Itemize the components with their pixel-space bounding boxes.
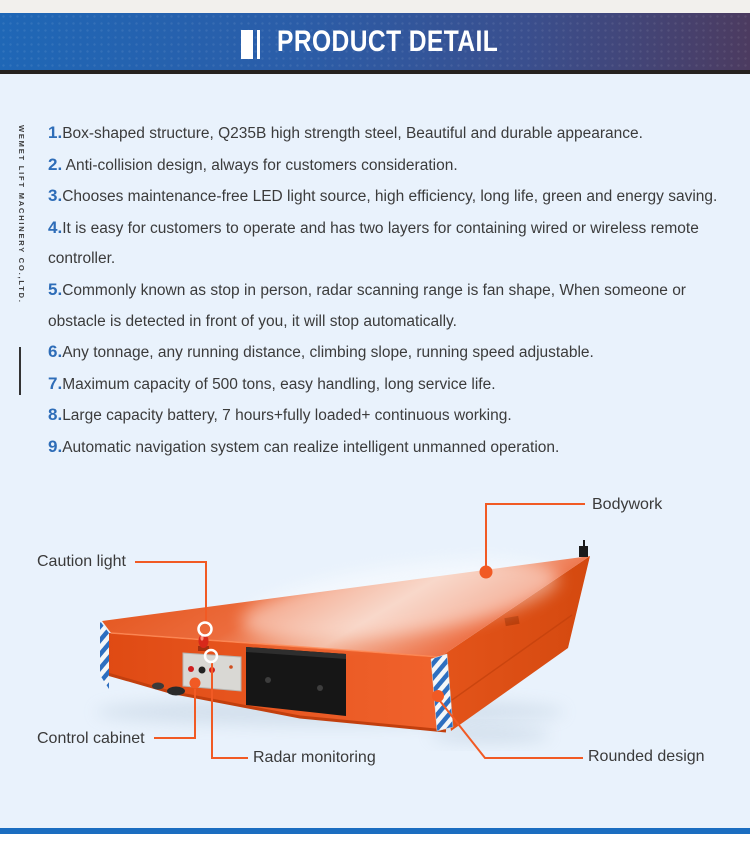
section-title: PRODUCT DETAIL bbox=[277, 25, 499, 58]
left-corner-bumper bbox=[100, 621, 109, 689]
feature-item-2: 2. Anti-collision design, always for cus… bbox=[48, 150, 748, 182]
feature-text: Maximum capacity of 500 tons, easy handl… bbox=[62, 375, 496, 393]
caution-light-glint bbox=[200, 635, 204, 641]
feature-text: Commonly known as stop in person, radar … bbox=[62, 281, 686, 299]
feature-item-1: 1.Box-shaped structure, Q235B high stren… bbox=[48, 118, 748, 150]
top-strip bbox=[0, 0, 750, 13]
feature-text: controller. bbox=[48, 250, 116, 268]
feature-item-4-cont: controller. bbox=[48, 244, 748, 275]
feature-item-3: 3.Chooses maintenance-free LED light sou… bbox=[48, 181, 748, 213]
feature-text: It is easy for customers to operate and … bbox=[62, 219, 699, 237]
bodywork-label: Bodywork bbox=[592, 496, 663, 513]
caution-light-label: Caution light bbox=[37, 553, 126, 570]
feature-item-8: 8.Large capacity battery, 7 hours+fully … bbox=[48, 400, 748, 432]
feature-text: obstacle is detected in front of you, it… bbox=[48, 312, 457, 330]
rounded-design-label: Rounded design bbox=[588, 748, 705, 765]
feature-number: 7. bbox=[48, 373, 63, 393]
feature-item-4: 4.It is easy for customers to operate an… bbox=[48, 213, 748, 245]
title-marker-icon bbox=[241, 30, 253, 59]
box-bolt bbox=[317, 685, 323, 691]
company-vertical-text: WEMET LIFT MACHINERY CO.,LTD. bbox=[17, 125, 26, 304]
deck-front-edge bbox=[110, 632, 441, 658]
feature-number: 5. bbox=[48, 279, 63, 299]
antenna-tip bbox=[583, 540, 585, 547]
feature-number: 4. bbox=[48, 217, 63, 237]
bodywork-dot bbox=[479, 565, 493, 579]
radar-box bbox=[246, 647, 346, 716]
rounded-design-dot bbox=[432, 690, 444, 702]
callout-lines bbox=[135, 503, 585, 759]
feature-number: 3. bbox=[48, 186, 63, 206]
control-cabinet-callout-line bbox=[154, 689, 196, 739]
feature-number: 8. bbox=[48, 405, 63, 425]
right-face-seam bbox=[451, 614, 573, 701]
radar-monitoring-label: Radar monitoring bbox=[253, 749, 376, 766]
radar-callout-line bbox=[211, 663, 248, 759]
control-cabinet-label: Control cabinet bbox=[37, 730, 145, 747]
feature-item-7: 7.Maximum capacity of 500 tons, easy han… bbox=[48, 369, 748, 401]
caution-light-callout-line bbox=[135, 561, 207, 622]
banner-bottom-edge bbox=[0, 70, 750, 74]
feature-item-6: 6.Any tonnage, any running distance, cli… bbox=[48, 337, 748, 369]
bodywork-callout-line bbox=[485, 503, 585, 566]
feature-text: Box-shaped structure, Q235B high strengt… bbox=[62, 125, 643, 142]
feature-list: 1.Box-shaped structure, Q235B high stren… bbox=[48, 118, 748, 464]
panel-button-black bbox=[198, 666, 206, 674]
section-header-banner: PRODUCT DETAIL bbox=[0, 13, 750, 70]
feature-item-9: 9.Automatic navigation system can realiz… bbox=[48, 432, 748, 464]
company-divider-line bbox=[19, 347, 21, 395]
feature-number: 9. bbox=[48, 436, 63, 456]
feature-text: Automatic navigation system can realize … bbox=[62, 438, 560, 456]
feature-number: 6. bbox=[48, 342, 63, 362]
feature-text: Chooses maintenance-free LED light sourc… bbox=[62, 188, 718, 206]
feature-number: 2. bbox=[48, 154, 63, 174]
panel-button-red bbox=[188, 666, 194, 672]
box-bolt bbox=[265, 677, 271, 683]
feature-text: Any tonnage, any running distance, climb… bbox=[62, 344, 594, 362]
caution-light-ring bbox=[197, 621, 213, 637]
title-marker-line-icon bbox=[257, 30, 260, 59]
radar-box-top-edge bbox=[246, 647, 346, 659]
caution-light-base bbox=[198, 646, 209, 651]
panel-button-small bbox=[229, 665, 233, 669]
feature-item-5-cont: obstacle is detected in front of you, it… bbox=[48, 307, 748, 338]
radar-ring bbox=[203, 648, 219, 664]
antenna-icon bbox=[579, 546, 588, 557]
wheel bbox=[167, 686, 185, 696]
wheel bbox=[152, 682, 164, 690]
cart-body bbox=[100, 540, 590, 733]
cart-right-face bbox=[440, 556, 590, 731]
feature-text: Large capacity battery, 7 hours+fully lo… bbox=[62, 407, 512, 425]
feature-item-5: 5.Commonly known as stop in person, rada… bbox=[48, 275, 748, 307]
cart-shadow-right bbox=[430, 727, 550, 743]
banner-dot-texture bbox=[0, 13, 750, 70]
bottom-accent-bar bbox=[0, 828, 750, 834]
transfer-cart-illustration bbox=[95, 503, 590, 759]
front-face-skirt bbox=[103, 671, 447, 733]
control-cabinet-dot bbox=[189, 677, 201, 689]
deck-highlight bbox=[241, 559, 559, 641]
feature-text: Anti-collision design, always for custom… bbox=[62, 156, 458, 174]
rounded-design-callout-line bbox=[439, 700, 583, 759]
feature-number: 1. bbox=[48, 123, 63, 142]
right-face-slot bbox=[504, 615, 520, 627]
